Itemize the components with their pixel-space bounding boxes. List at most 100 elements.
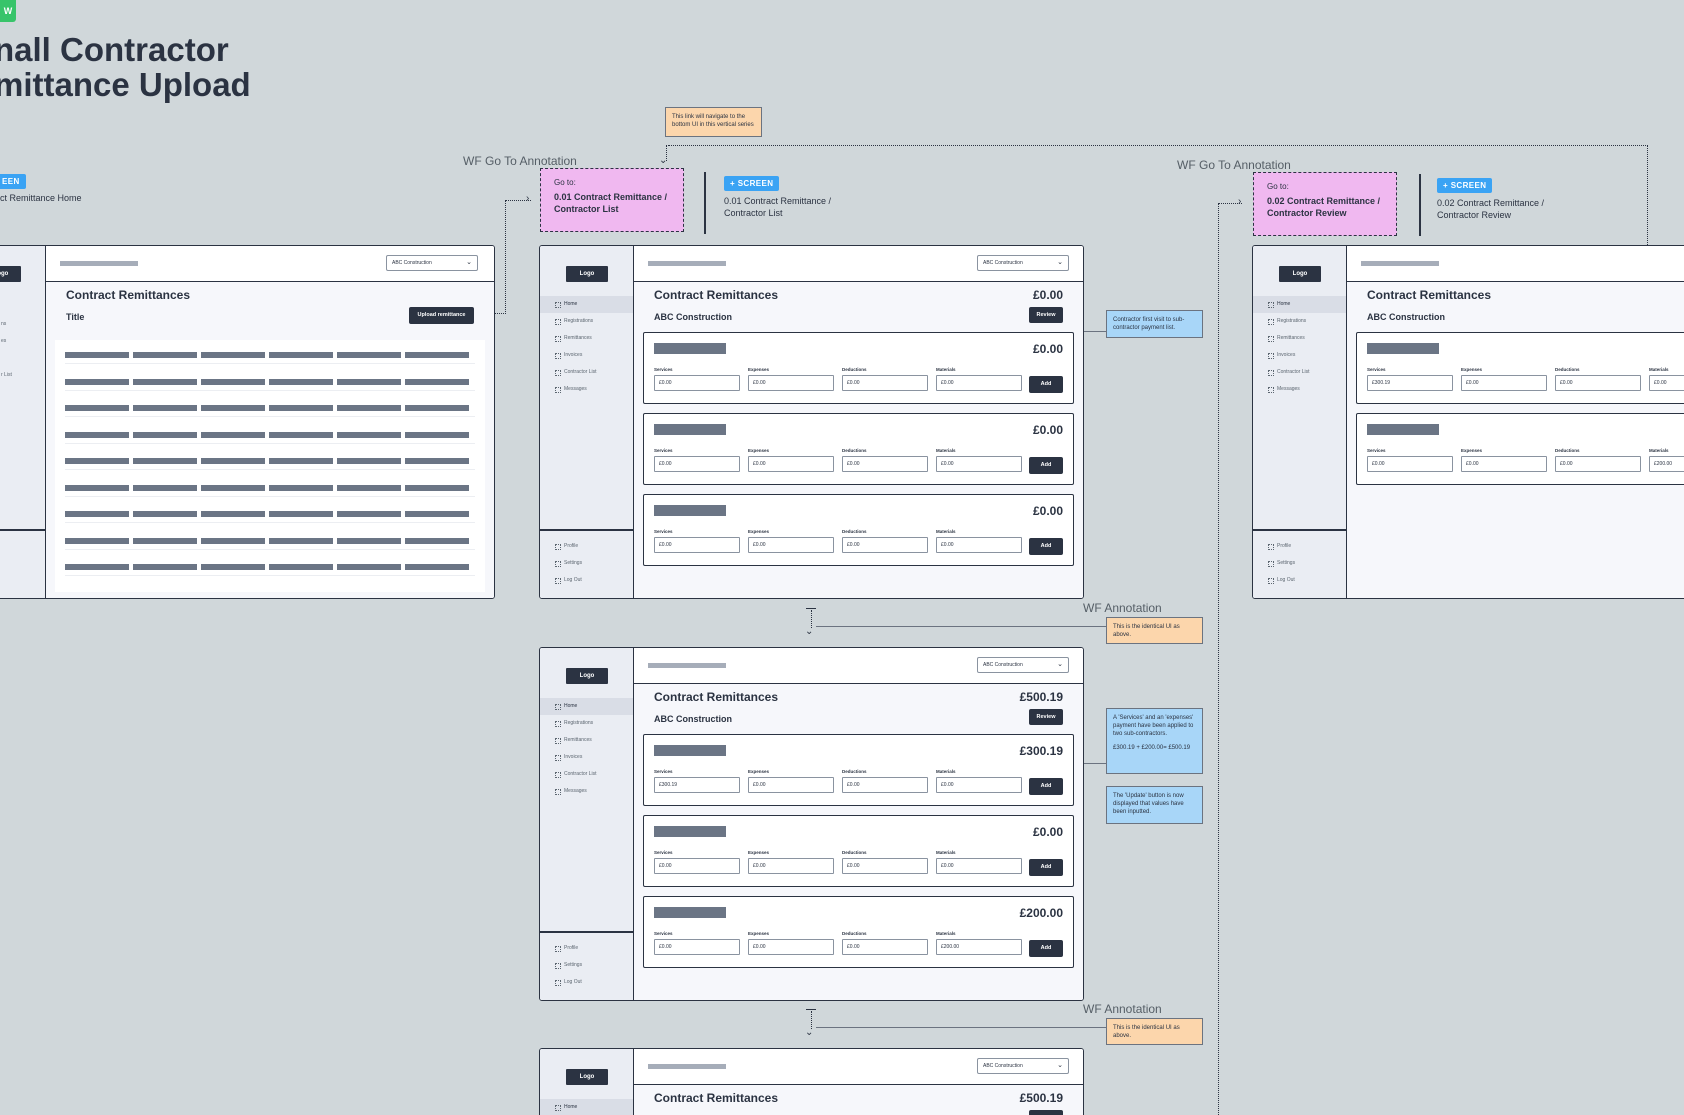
sidebar-item-messages[interactable]: Messages: [540, 783, 633, 800]
company-select[interactable]: ABC Construction⌄: [977, 255, 1069, 271]
amount-input[interactable]: £0.00: [748, 375, 834, 391]
sidebar-item-remittances[interactable]: Remittances: [540, 330, 633, 347]
amount-input[interactable]: £0.00: [654, 456, 740, 472]
sidebar-item-messages[interactable]: Messages: [1253, 381, 1346, 398]
table-cell-placeholder: [201, 511, 265, 517]
upload-remittance-button[interactable]: Upload remittance: [409, 307, 474, 324]
amount-input[interactable]: £0.00: [654, 537, 740, 553]
sidebar-item-registrations[interactable]: Registrations: [540, 715, 633, 732]
amount-input[interactable]: £0.00: [1461, 375, 1547, 391]
sidebar-item-home[interactable]: Home: [540, 698, 633, 715]
company-select[interactable]: ABC Construction⌄: [977, 657, 1069, 673]
amount-input[interactable]: £0.00: [936, 456, 1022, 472]
sidebar-item[interactable]: es: [1, 338, 7, 344]
table-row[interactable]: [65, 505, 475, 523]
sidebar-item-messages[interactable]: Messages: [540, 381, 633, 398]
add-button[interactable]: Add: [1029, 538, 1063, 555]
amount-input[interactable]: £0.00: [842, 939, 928, 955]
amount-input[interactable]: £0.00: [842, 777, 928, 793]
sidebar-item-logout[interactable]: Log Out: [540, 572, 633, 589]
sidebar-item-profile[interactable]: Profile: [540, 538, 633, 555]
sidebar-item-settings[interactable]: Settings: [540, 957, 633, 974]
table-row[interactable]: [65, 373, 475, 391]
add-button[interactable]: Add: [1029, 376, 1063, 393]
amount-input[interactable]: £0.00: [1555, 456, 1641, 472]
amount-input[interactable]: £0.00: [936, 537, 1022, 553]
amount-input[interactable]: £0.00: [654, 858, 740, 874]
screen-name: 0.01 Contract Remittance / Contractor Li…: [724, 196, 832, 218]
sidebar-item-logout[interactable]: Log Out: [540, 974, 633, 991]
company-select[interactable]: ABC Construction⌄: [386, 255, 478, 271]
goto-box-contractor-review[interactable]: Go to: 0.02 Contract Remittance / Contra…: [1253, 172, 1397, 236]
sidebar-item-home[interactable]: Home: [540, 1099, 633, 1115]
amount-input[interactable]: £0.00: [748, 456, 834, 472]
amount-input[interactable]: £0.00: [654, 939, 740, 955]
amount-input[interactable]: £200.00: [936, 939, 1022, 955]
amount-input[interactable]: £0.00: [842, 456, 928, 472]
sidebar-item-invoices[interactable]: Invoices: [540, 749, 633, 766]
sidebar-item-logout[interactable]: Log Out: [1253, 572, 1346, 589]
sidebar-item-remittances[interactable]: Remittances: [1253, 330, 1346, 347]
sidebar-item[interactable]: ns: [1, 321, 7, 327]
logo[interactable]: Logo: [566, 266, 608, 282]
sidebar-item-home[interactable]: Home: [1253, 296, 1346, 313]
table-cell-placeholder: [65, 458, 129, 464]
amount-input[interactable]: £0.00: [748, 858, 834, 874]
add-button[interactable]: Add: [1029, 940, 1063, 957]
sidebar-item-invoices[interactable]: Invoices: [1253, 347, 1346, 364]
review-button[interactable]: Review: [1029, 709, 1063, 725]
amount-input[interactable]: £0.00: [936, 375, 1022, 391]
review-button[interactable]: [1029, 1110, 1063, 1115]
add-button[interactable]: Add: [1029, 778, 1063, 795]
amount-input[interactable]: £0.00: [1649, 375, 1684, 391]
amount-input[interactable]: £0.00: [748, 777, 834, 793]
field-label: Materials: [936, 529, 956, 534]
review-button[interactable]: Review: [1029, 307, 1063, 323]
add-button[interactable]: Add: [1029, 457, 1063, 474]
table-row[interactable]: [65, 399, 475, 417]
sidebar-item-contractor-list[interactable]: Contractor List: [1253, 364, 1346, 381]
sidebar-item-contractor-list[interactable]: Contractor List: [540, 364, 633, 381]
table-row[interactable]: [65, 532, 475, 550]
table-row[interactable]: [65, 558, 475, 576]
table-row[interactable]: [65, 479, 475, 497]
amount-input[interactable]: £300.19: [1367, 375, 1453, 391]
logo[interactable]: Logo: [566, 668, 608, 684]
sidebar-item-registrations[interactable]: Registrations: [540, 313, 633, 330]
table-row[interactable]: [65, 346, 475, 364]
logo[interactable]: Logo: [0, 266, 21, 282]
add-button[interactable]: Add: [1029, 859, 1063, 876]
amount-input[interactable]: £0.00: [842, 375, 928, 391]
amount-input[interactable]: £0.00: [842, 537, 928, 553]
table-cell-placeholder: [405, 458, 469, 464]
sidebar-item-invoices[interactable]: Invoices: [540, 347, 633, 364]
amount-input[interactable]: £0.00: [748, 939, 834, 955]
screen-badge: EEN: [0, 174, 26, 189]
table-row[interactable]: [65, 452, 475, 470]
logo[interactable]: Logo: [566, 1069, 608, 1085]
sidebar-item-profile[interactable]: Profile: [540, 940, 633, 957]
logo[interactable]: Logo: [1279, 266, 1321, 282]
sidebar-item-home[interactable]: Home: [540, 296, 633, 313]
sidebar-item-registrations[interactable]: Registrations: [1253, 313, 1346, 330]
amount-input[interactable]: £0.00: [1461, 456, 1547, 472]
goto-box-contractor-list[interactable]: Go to: 0.01 Contract Remittance / Contra…: [540, 168, 684, 232]
sidebar-item-settings[interactable]: Settings: [1253, 555, 1346, 572]
company-select[interactable]: ABC Construction⌄: [977, 1058, 1069, 1074]
table-row[interactable]: [65, 426, 475, 444]
table-cell-placeholder: [405, 564, 469, 570]
amount-input[interactable]: £0.00: [842, 858, 928, 874]
sidebar-item[interactable]: r List: [1, 372, 12, 378]
amount-input[interactable]: £0.00: [1555, 375, 1641, 391]
amount-input[interactable]: £0.00: [748, 537, 834, 553]
amount-input[interactable]: £0.00: [1367, 456, 1453, 472]
amount-input[interactable]: £200.00: [1649, 456, 1684, 472]
sidebar-item-contractor-list[interactable]: Contractor List: [540, 766, 633, 783]
sidebar-item-profile[interactable]: Profile: [1253, 538, 1346, 555]
sidebar-item-remittances[interactable]: Remittances: [540, 732, 633, 749]
amount-input[interactable]: £300.19: [654, 777, 740, 793]
amount-input[interactable]: £0.00: [936, 858, 1022, 874]
sidebar-item-settings[interactable]: Settings: [540, 555, 633, 572]
amount-input[interactable]: £0.00: [936, 777, 1022, 793]
amount-input[interactable]: £0.00: [654, 375, 740, 391]
